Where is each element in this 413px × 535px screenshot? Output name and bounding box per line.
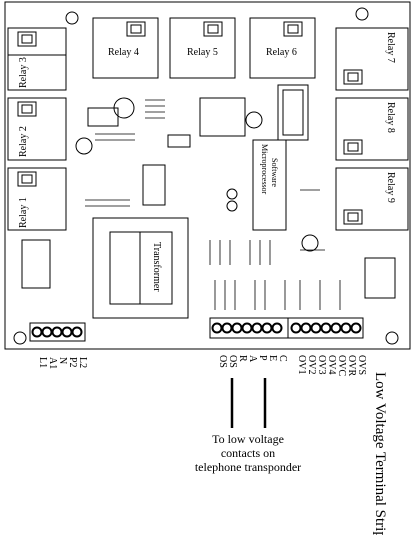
relay-2-label: Relay 2	[18, 126, 29, 157]
terminal-label-n: N	[57, 357, 68, 364]
mid-terminal-labels: OS OS R A P E C	[217, 355, 288, 368]
relay-6-label: Relay 6	[266, 47, 297, 58]
terminal-label-a: A	[247, 355, 258, 363]
strip-title: Low Voltage Terminal Strip	[372, 372, 388, 535]
terminal-label-r: R	[237, 355, 248, 362]
terminal-label-p: P	[257, 355, 268, 361]
relay-7	[335, 27, 409, 91]
microprocessor-chip	[252, 139, 287, 231]
terminal-label-os1: OS	[217, 355, 228, 368]
terminal-label-l1: L1	[37, 357, 48, 368]
terminal-label-ovs: OVS	[356, 355, 367, 375]
terminal-label-ovc: OVC	[336, 355, 347, 376]
terminal-label-ov3: OV3	[316, 355, 327, 374]
relay-9-label: Relay 9	[385, 172, 396, 203]
circuit-board	[4, 1, 411, 350]
relay-4	[92, 17, 159, 79]
low-voltage-terminal-block	[209, 317, 364, 339]
microprocessor-label: Microprocessor	[260, 144, 269, 195]
relay-9	[335, 167, 409, 231]
dip-switch	[277, 84, 309, 141]
terminal-label-ovr: OVR	[346, 355, 357, 376]
terminal-label-ov1: OV1	[296, 355, 307, 374]
relay-7-label: Relay 7	[385, 32, 396, 63]
relay-2	[7, 97, 67, 161]
left-terminal-block	[29, 322, 86, 342]
software-label: Software	[270, 158, 279, 187]
transponder-note-line3: telephone transponder	[195, 460, 301, 474]
terminal-label-l2: L2	[77, 357, 88, 368]
relay-5	[169, 17, 236, 79]
left-terminal-labels: L1 A1 N P2 L2	[37, 357, 88, 369]
terminal-label-ov4: OV4	[326, 355, 337, 374]
relay-3-label: Relay 3	[18, 57, 29, 88]
transformer-label: Transformer	[151, 242, 162, 292]
relay-5-label: Relay 5	[187, 47, 218, 58]
transformer	[92, 217, 189, 319]
transponder-leader-lines	[230, 378, 267, 428]
terminal-label-p2: P2	[67, 357, 78, 368]
relay-8	[335, 97, 409, 161]
terminal-label-ov2: OV2	[306, 355, 317, 374]
relay-8-label: Relay 8	[385, 102, 396, 133]
terminal-label-c: C	[277, 355, 288, 362]
right-terminal-labels: OV1 OV2 OV3 OV4 OVC OVR OVS	[296, 355, 367, 376]
terminal-label-e: E	[267, 355, 278, 361]
relay-1	[7, 167, 67, 231]
relay-6	[249, 17, 316, 79]
transponder-note-line1: To low voltage	[212, 432, 284, 446]
terminal-label-a1: A1	[47, 357, 58, 369]
relay-4-label: Relay 4	[108, 47, 139, 58]
terminal-label-os2: OS	[227, 355, 238, 368]
relay-1-label: Relay 1	[18, 197, 29, 228]
relay-3	[7, 27, 67, 91]
transponder-note-line2: contacts on	[221, 446, 275, 460]
